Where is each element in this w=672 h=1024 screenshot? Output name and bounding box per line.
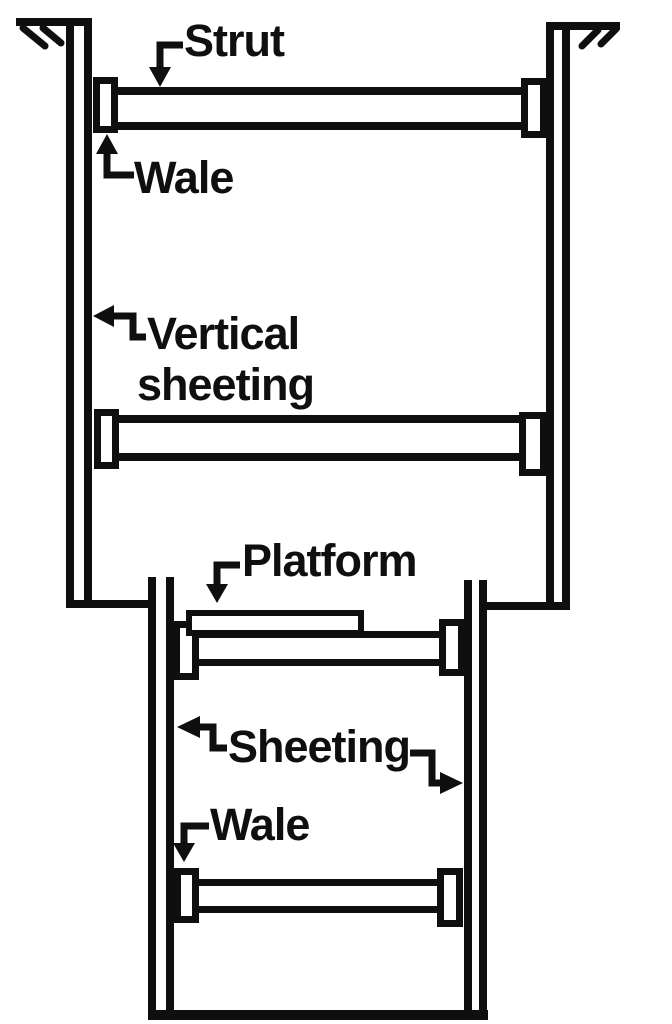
label-wale-upper: Wale: [134, 152, 234, 203]
label-vertical-sheeting-line2: sheeting: [137, 359, 315, 410]
wale-upper-2-left: [94, 409, 119, 469]
ground-hatch-left: [19, 24, 65, 50]
lower-right-sheeting-outer: [479, 580, 487, 1018]
label-strut: Strut: [184, 15, 285, 66]
label-wale-lower: Wale: [210, 799, 310, 850]
strut-upper-2: [111, 415, 528, 461]
label-sheeting: Sheeting: [228, 721, 411, 772]
ground-line-left: [16, 18, 92, 26]
wale-upper-leader: [96, 134, 134, 179]
trench-bottom-line: [148, 1010, 488, 1020]
sheeting-leader-left: [177, 716, 227, 752]
upper-left-sheeting-inner: [84, 18, 92, 608]
lower-right-sheeting-inner: [464, 580, 472, 1018]
wale-lower-1-right: [439, 619, 465, 676]
platform-leader: [206, 561, 240, 603]
label-vertical-sheeting-line1: Vertical: [147, 308, 300, 359]
wale-lower-2-right: [437, 868, 463, 927]
sheeting-leader-right: [410, 749, 463, 794]
upper-right-sheeting-inner: [546, 22, 554, 610]
label-platform: Platform: [242, 535, 418, 586]
strut-upper-1: [110, 87, 530, 130]
ground-hatch-right: [578, 25, 620, 50]
platform-plank: [186, 610, 364, 636]
strut-leader: [149, 41, 183, 87]
strut-lower-2: [192, 879, 444, 913]
wale-lower-leader: [173, 822, 209, 862]
wale-upper-1-left: [93, 77, 118, 133]
wale-upper-1-right: [521, 78, 547, 138]
ground-line-right: [546, 22, 620, 30]
wale-lower-2-left: [174, 868, 199, 923]
wale-upper-2-right: [519, 412, 547, 476]
upper-left-sheeting-outer: [66, 18, 74, 608]
upper-right-sheeting-outer: [562, 22, 570, 610]
bench-line-left: [66, 600, 152, 608]
lower-left-sheeting-inner: [166, 577, 174, 1018]
lower-left-sheeting-outer: [148, 577, 156, 1018]
label-vertical-sheeting: Vertical sheeting: [137, 308, 315, 410]
strut-lower-1: [192, 631, 446, 666]
bench-line-right: [483, 602, 570, 610]
